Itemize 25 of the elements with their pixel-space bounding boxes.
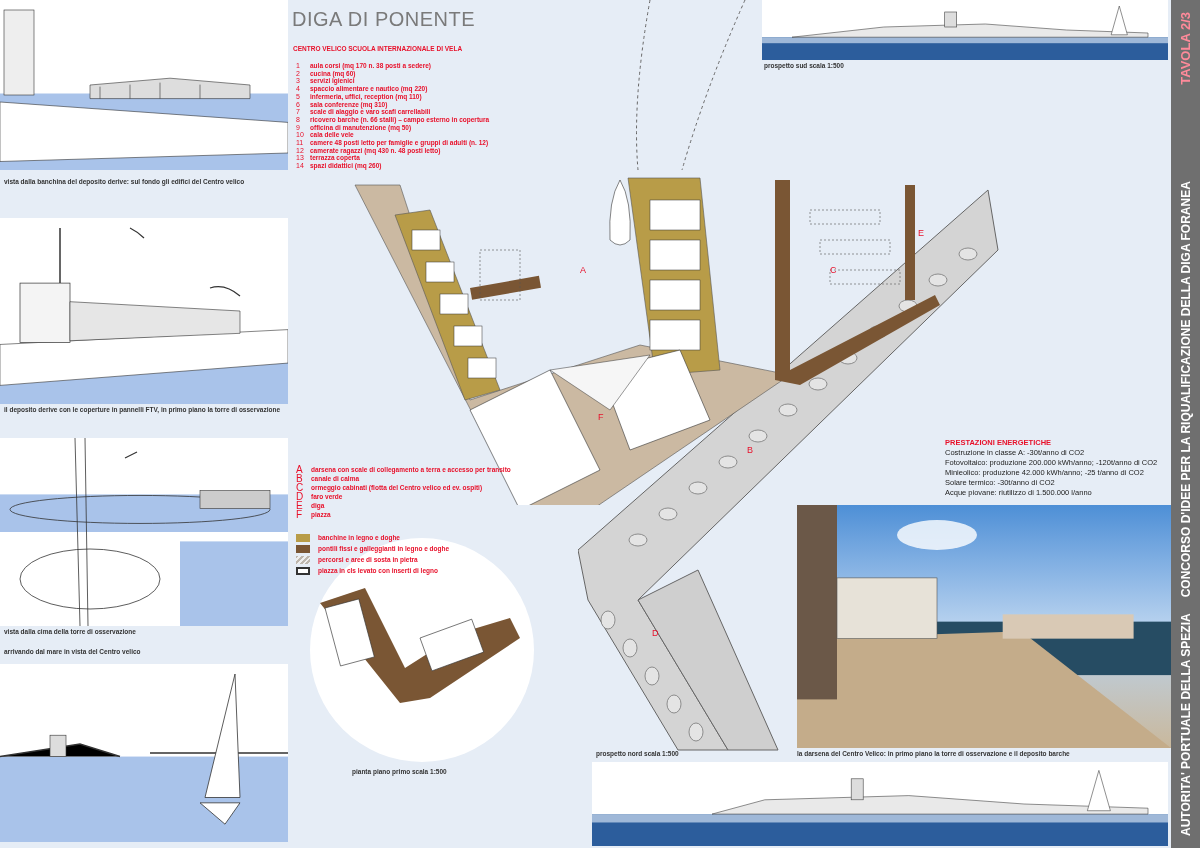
band-title: AUTORITA' PORTUALE DELLA SPEZIA [1177,613,1194,836]
zone-letter: E [918,228,925,240]
perspective-sketch-drawing [0,0,288,170]
zone-letter: A [580,265,587,277]
band-title: CONCORSO D'IDEE PER LA RIQUALIFICAZIONE DELLA DIGA FORANEA [1177,181,1194,598]
perspective-sketch-drawing [0,218,288,404]
legend-letter: D [296,491,305,502]
elevation-drawing [592,762,1168,846]
navigation-route-line [681,0,746,171]
render-picture [797,505,1171,748]
legend-letter: F [296,509,304,522]
page-title: DIGA DI PONENTE [292,7,476,32]
legend-letter: A [296,464,304,475]
sheet-number: TAVOLA 2/3 [1176,12,1194,85]
perspective-sketch-drawing [0,664,288,842]
zone-letter: B [747,445,754,457]
navigation-route-line [636,0,651,171]
legend-letter: B [296,473,304,484]
elevation-drawing [762,0,1168,60]
perspective-sketch-drawing [0,438,288,626]
zone-letter: C [830,265,838,277]
zone-letter: F [598,412,605,424]
zone-letter: D [652,628,660,640]
legend-letter: C [296,482,305,493]
legend-letter: E [296,500,304,511]
